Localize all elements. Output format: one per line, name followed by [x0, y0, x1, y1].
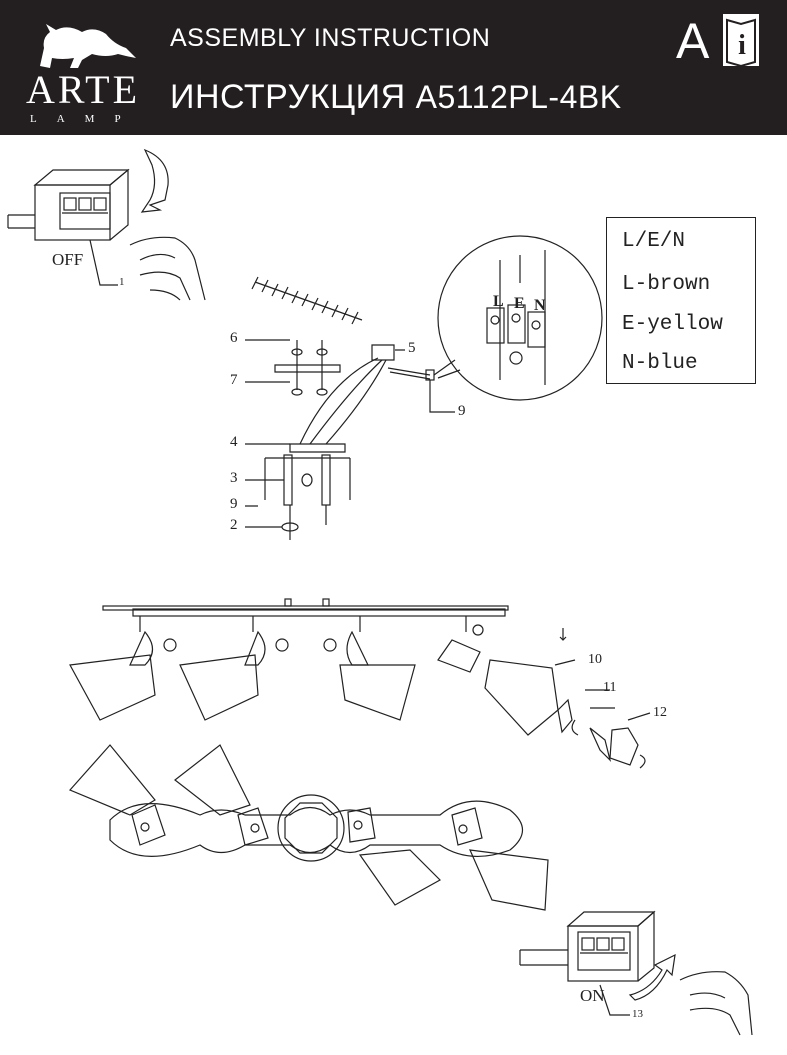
bulb-parts [554, 628, 651, 769]
terminal-l: L [493, 293, 504, 310]
label-9-bottom: 9 [230, 496, 238, 512]
title-russian: ИНСТРУКЦИЯ A5112PL-4BK [170, 78, 622, 116]
label-10: 10 [588, 652, 602, 667]
legend-line-2: L-brown [622, 273, 711, 296]
label-off: OFF [52, 250, 84, 269]
label-2: 2 [230, 517, 238, 533]
label-11: 11 [603, 680, 617, 695]
ceiling-hatch [251, 276, 363, 325]
label-on: ON [580, 986, 605, 1005]
track-bar [102, 598, 509, 617]
brand-name: ARTE [26, 67, 141, 112]
terminal-block-zoom [433, 235, 603, 401]
spot-lamps [69, 616, 559, 736]
fixture-top-view [68, 744, 549, 911]
wire-color-legend: L/E/N L-brown E-yellow N-blue [606, 217, 756, 384]
label-3: 3 [230, 470, 238, 486]
category-letter: A [676, 13, 710, 69]
switch-box-on [519, 910, 656, 982]
leader-1 [89, 239, 118, 286]
label-1: 1 [119, 276, 125, 288]
brand-sub: LAMP [30, 113, 141, 125]
label-4: 4 [230, 434, 238, 450]
griffin-logo-icon [40, 24, 136, 68]
arrow-up-on-icon [628, 953, 676, 1001]
hand-on-icon [679, 971, 753, 1036]
leader-13 [599, 984, 630, 1016]
legend-line-4: N-blue [622, 352, 698, 375]
label-5: 5 [408, 340, 416, 356]
terminal-e: E [514, 295, 525, 312]
legend-line-1: L/E/N [622, 230, 686, 253]
model-number: A5112PL-4BK [415, 79, 622, 115]
legend-line-3: E-yellow [622, 313, 723, 336]
header-banner: ARTE LAMP ASSEMBLY INSTRUCTION ИНСТРУКЦИ… [0, 0, 787, 135]
hand-off-icon [129, 236, 206, 301]
arrow-down-off-icon [140, 148, 169, 213]
label-13: 13 [632, 1008, 643, 1020]
mounting-bracket [264, 340, 435, 540]
assembly-diagram: L E N [7, 148, 753, 1036]
title-english: ASSEMBLY INSTRUCTION [170, 24, 491, 52]
svg-text:i: i [738, 30, 746, 61]
label-9-top: 9 [458, 403, 466, 419]
label-6: 6 [230, 330, 238, 346]
label-12: 12 [653, 705, 667, 720]
info-book-icon: i [723, 14, 759, 68]
terminal-n: N [534, 297, 546, 314]
label-7: 7 [230, 372, 238, 388]
switch-box-off [7, 168, 130, 241]
